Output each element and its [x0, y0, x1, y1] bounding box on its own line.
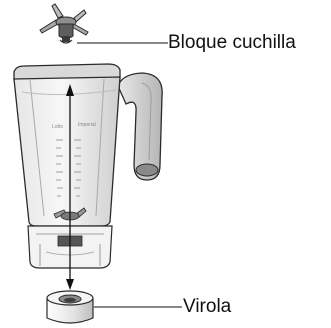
blender-jar-icon: Lotto Imperial: [14, 64, 120, 226]
ring-label: Virola: [183, 296, 231, 318]
jar-ring-icon: [47, 291, 93, 323]
blade-assembly-icon: [40, 4, 88, 43]
jar-handle: [118, 73, 162, 180]
scale-left-heading: Lotto: [52, 124, 63, 130]
scale-right-heading: Imperial: [78, 122, 96, 128]
blade-label: Bloque cuchilla: [168, 32, 296, 54]
